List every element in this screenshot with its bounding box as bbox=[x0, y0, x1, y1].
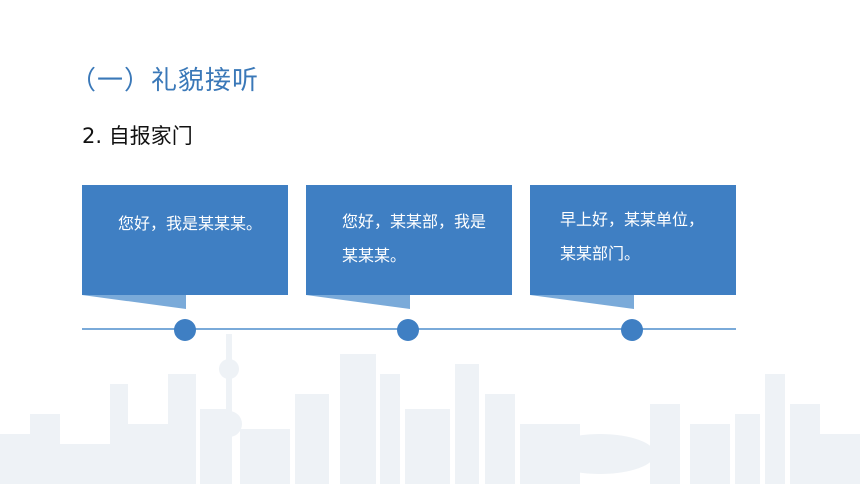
slide-title: （一）礼貌接听 bbox=[70, 66, 260, 96]
city-skyline-background bbox=[0, 334, 860, 484]
callout-tail-1 bbox=[82, 295, 186, 309]
timeline-dot-1 bbox=[174, 319, 196, 341]
callout-tail-2 bbox=[306, 295, 410, 309]
timeline-dot-2 bbox=[397, 319, 419, 341]
callout-card-3: 早上好，某某单位，某某部门。 bbox=[530, 185, 736, 295]
callout-text-1: 您好，我是某某某。 bbox=[118, 214, 263, 233]
callout-text-2: 您好，某某部，我是某某某。 bbox=[342, 212, 487, 265]
callout-card-1: 您好，我是某某某。 bbox=[82, 185, 288, 295]
callout-tail-3 bbox=[530, 295, 634, 309]
timeline-dot-3 bbox=[621, 319, 643, 341]
callout-card-2: 您好，某某部，我是某某某。 bbox=[306, 185, 512, 295]
callout-text-3: 早上好，某某单位，某某部门。 bbox=[560, 210, 705, 263]
slide-subtitle: 2. 自报家门 bbox=[82, 124, 193, 148]
